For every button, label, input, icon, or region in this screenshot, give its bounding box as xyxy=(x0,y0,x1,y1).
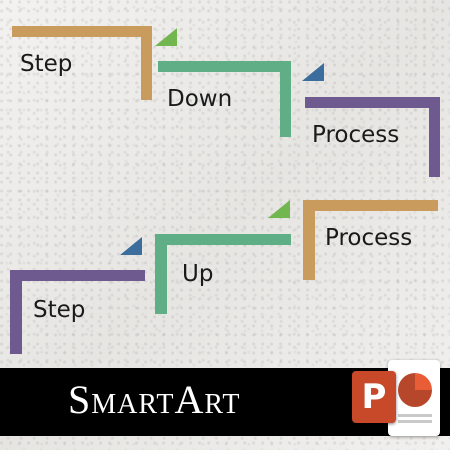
step-up-bracket-3 xyxy=(303,200,438,280)
step-up-bracket-2 xyxy=(155,234,291,314)
step-down-label-3: Process xyxy=(312,122,400,148)
pie-chart-glyph xyxy=(398,373,432,407)
connector-arrow-blue xyxy=(302,63,324,81)
connector-arrow-green-2 xyxy=(268,200,290,218)
step-up-label-2: Up xyxy=(182,261,214,287)
connector-arrow-blue-2 xyxy=(120,237,142,255)
step-up-bracket-1 xyxy=(10,270,145,354)
step-down-bracket-1 xyxy=(12,26,152,100)
step-down-label-2: Down xyxy=(167,86,233,112)
logo-letter: P xyxy=(361,377,387,417)
step-up-label-3: Process xyxy=(325,225,413,251)
step-down-bracket-2 xyxy=(158,61,291,137)
logo-tile xyxy=(352,371,396,423)
text-lines-glyph xyxy=(398,414,432,428)
step-up-label-1: Step xyxy=(33,297,86,323)
connector-arrow-green xyxy=(155,28,177,46)
banner-title: SmartArt xyxy=(68,377,241,422)
step-down-label-1: Step xyxy=(20,51,73,77)
step-down-bracket-3 xyxy=(305,97,440,177)
